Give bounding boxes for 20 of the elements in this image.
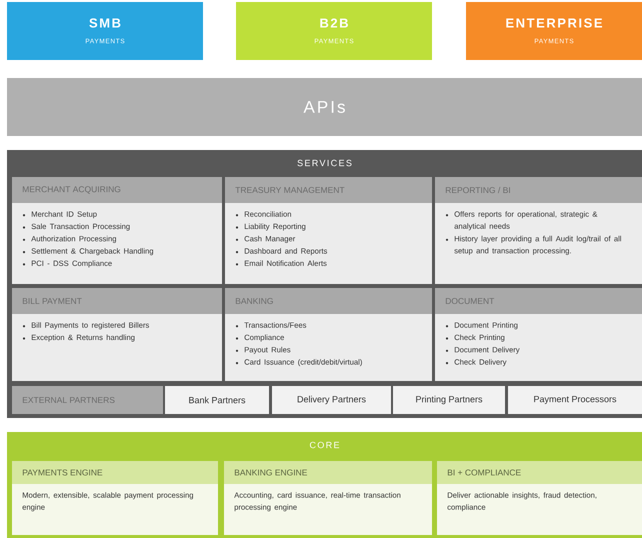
card-heading: BANKING ENGINE: [234, 470, 308, 476]
segment-title: ENTERPRISE: [506, 18, 602, 28]
bar-title: APIs: [304, 101, 345, 113]
partner-box: Payment Processors: [508, 386, 642, 414]
card-heading: BI + COMPLIANCE: [448, 470, 521, 476]
card-heading: DOCUMENT: [446, 298, 494, 304]
card-heading: REPORTING / BI: [446, 186, 510, 194]
panel-title: SERVICES: [298, 160, 352, 166]
card-heading: TREASURY MANAGEMENT: [235, 187, 344, 193]
segment-title: B2B: [320, 18, 348, 28]
partner-box: Bank Partners: [165, 386, 269, 414]
card-heading: PAYMENTS ENGINE: [22, 470, 102, 476]
card-heading: BANKING: [236, 298, 273, 304]
partners-label: EXTERNAL PARTNERS: [12, 386, 163, 414]
card-heading: MERCHANT ACQUIRING: [22, 186, 120, 194]
segment-title: SMB: [89, 18, 120, 28]
partner-box: Printing Partners: [393, 386, 505, 414]
card-heading: BILL PAYMENT: [22, 298, 82, 304]
panel-title: CORE: [310, 442, 340, 448]
partner-box: Delivery Partners: [272, 386, 391, 414]
